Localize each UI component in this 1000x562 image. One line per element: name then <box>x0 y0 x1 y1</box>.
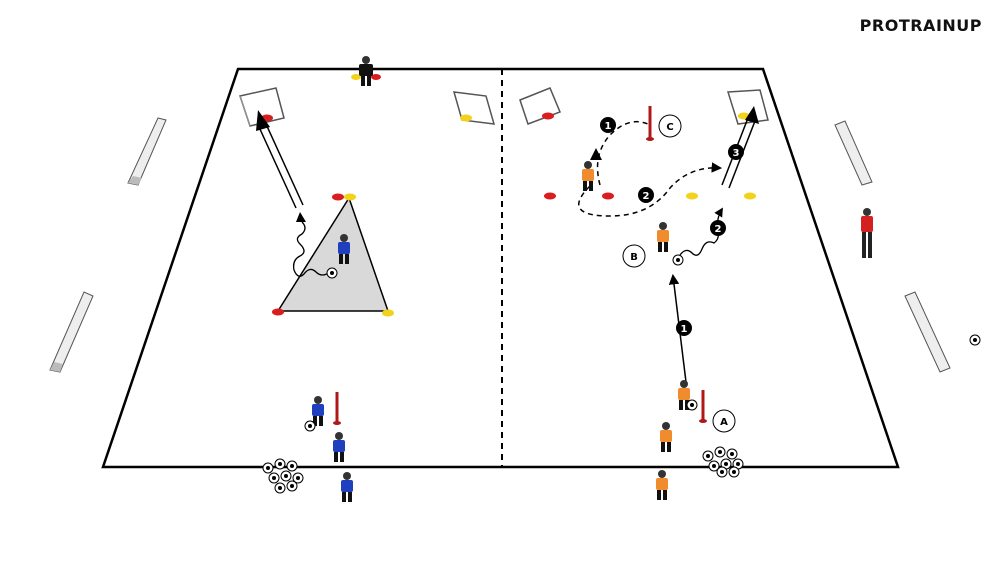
run-path-2 <box>578 162 723 217</box>
goal-icon <box>239 87 285 127</box>
brand-logo: PROTRAINUP <box>859 16 982 35</box>
station-label-a: A <box>712 409 736 433</box>
advertising-board-icon <box>904 291 951 373</box>
goal-icon <box>726 89 769 125</box>
player-icon <box>312 234 353 502</box>
goalkeeper-icon <box>359 56 373 86</box>
svg-text:3: 3 <box>733 148 740 159</box>
advertising-board-icon <box>834 120 873 186</box>
svg-text:1: 1 <box>605 121 612 132</box>
station-label-c: C <box>658 114 682 138</box>
svg-text:A: A <box>720 417 728 428</box>
svg-text:1: 1 <box>681 324 688 335</box>
step-badge: 1 <box>600 117 616 133</box>
coach-icon <box>861 208 873 258</box>
dribble-path <box>292 221 331 277</box>
shot-arrow <box>256 110 304 209</box>
svg-text:C: C <box>666 122 673 133</box>
step-badge: 3 <box>728 144 744 160</box>
advertising-board-icon <box>127 117 167 186</box>
station-label-b: B <box>622 244 646 268</box>
triangle-zone <box>276 196 390 312</box>
run-path-1 <box>596 120 651 186</box>
svg-text:2: 2 <box>643 191 650 202</box>
advertising-board-icon <box>49 291 94 373</box>
pitch-outline <box>101 67 900 469</box>
step-badge: 1 <box>676 320 692 336</box>
cone-icon <box>261 74 756 317</box>
step-badge: 2 <box>710 220 726 236</box>
svg-text:2: 2 <box>715 224 722 235</box>
step-badge: 2 <box>638 187 654 203</box>
svg-text:B: B <box>630 252 638 263</box>
pole-icon <box>333 106 707 425</box>
